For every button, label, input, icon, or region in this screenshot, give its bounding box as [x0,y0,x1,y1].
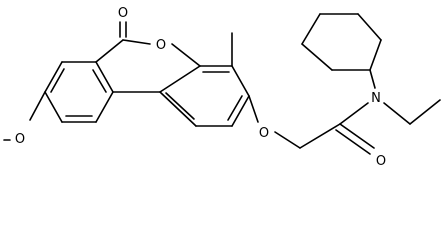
bond-c6-o5 [122,39,151,45]
chemical-structure-diagram: O O O O N O [3,4,441,169]
label-bg-o-ether [258,124,270,140]
bond-c10a-c6a-inner [92,69,107,93]
bond-ch2-camide [299,123,341,149]
bonds [3,13,441,155]
bond-cyhex-1-2 [369,39,382,71]
bond-camide-n [339,102,369,125]
bond-c6-c6a [95,39,124,63]
bond-n-cyclohexyl [369,69,376,89]
bond-c7-c8 [44,61,63,93]
bond-c10b-c4a [159,65,201,93]
atom-n-amide: N [371,91,381,106]
atom-o-lactone-carbonyl: O [118,6,128,21]
label-bg-o-lactone-carbonyl [117,4,129,20]
bond-cyhex-2-3 [357,13,382,41]
label-bg-o-amide [375,152,387,168]
bond-c10a-c6a [95,61,114,93]
atom-o-lactone-ring: O [156,38,166,53]
bond-c1-c10b [159,91,197,127]
atom-o-ether: O [259,126,269,141]
atom-labels: O O O O N O [14,4,387,169]
bond-c4-c3 [231,65,250,97]
bond-c8-c9 [44,91,63,123]
bond-c10-c10a [95,91,114,123]
bond-c3-c2 [231,95,250,127]
atom-o-methoxy: O [15,132,25,147]
bond-o5-c4a [171,43,201,67]
bond-n-ethyl-ch2 [383,102,411,125]
label-bg-n-amide [369,89,382,105]
bond-cyhex-4-5 [301,13,321,45]
bond-oether-ch2 [274,131,301,149]
atom-o-amide: O [376,154,386,169]
bond-cyhex-5-6 [301,43,333,71]
bond-c8-omethoxy [29,91,46,121]
bond-c7-c8-inner [50,68,65,93]
label-bg-o-methoxy [14,130,26,146]
bond-c3-c2-inner [227,95,243,121]
bond-c1-c10b-inner [165,92,195,120]
label-bg-o-lactone-ring [155,36,167,52]
bond-camide-o-b [335,129,371,155]
bond-ethyl-ch3 [409,99,441,125]
bond-camide-o-a [339,123,375,149]
bond-c3-oether [248,95,259,123]
